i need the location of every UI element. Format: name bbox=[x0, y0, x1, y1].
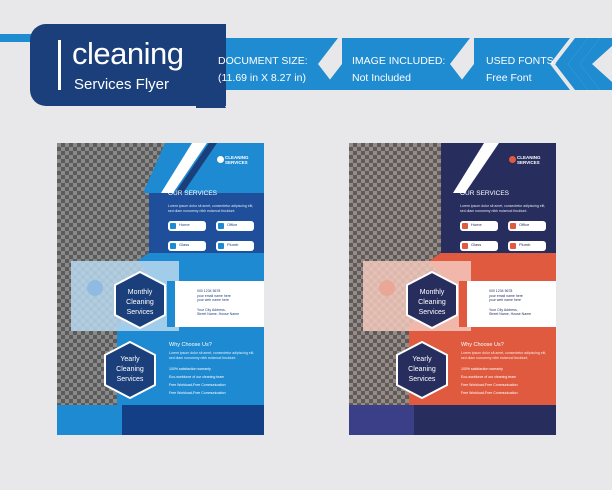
reason-item: Free Workload-Free Communication bbox=[169, 391, 226, 395]
flyer-orange: CLEANING SERVICES OUR SERVICES Lorem ips… bbox=[349, 143, 556, 435]
logo-line2: SERVICES bbox=[225, 160, 248, 165]
logo-icon bbox=[217, 156, 224, 163]
flyer-logo: CLEANING SERVICES bbox=[517, 155, 541, 165]
why-title: Why Choose Us? bbox=[169, 342, 212, 348]
address1-text: Your City Address, bbox=[197, 307, 226, 312]
yearly-badge-text: Yearly Cleaning Services bbox=[408, 356, 436, 383]
service-item: Home bbox=[460, 221, 498, 231]
fonts-info: USED FONTS: Free Font bbox=[486, 54, 557, 85]
service-item: Plumb bbox=[216, 241, 254, 251]
service-item: Office bbox=[508, 221, 546, 231]
title-block: cleaning Services Flyer bbox=[30, 24, 226, 106]
fonts-value: Free Font bbox=[486, 72, 532, 84]
image-value: Not Included bbox=[352, 72, 411, 84]
logo-icon bbox=[509, 156, 516, 163]
monthly-badge-text: Monthly Cleaning Services bbox=[418, 289, 446, 316]
services-desc: Lorem ipsum dolor sit amet, consectetur … bbox=[168, 204, 254, 213]
services-desc: Lorem ipsum dolor sit amet, consectetur … bbox=[460, 204, 546, 213]
logo-line1: CLEANING bbox=[517, 155, 541, 160]
phone-text: 000 1234 5678 bbox=[489, 289, 513, 293]
email1-text: your email name here bbox=[197, 293, 231, 298]
fonts-label: USED FONTS: bbox=[486, 55, 557, 67]
yearly-badge-text: Yearly Cleaning Services bbox=[116, 356, 144, 383]
reason-item: Free Workload-Free Communication bbox=[169, 383, 226, 387]
why-list: 100% satisfaction warranty Eco-workforce… bbox=[461, 365, 518, 397]
email2-text: your web name here bbox=[489, 298, 521, 302]
service-item: Glass bbox=[460, 241, 498, 251]
image-info: IMAGE INCLUDED: Not Included bbox=[352, 54, 445, 85]
doc-size-value: (11.69 in X 8.27 in) bbox=[218, 72, 306, 84]
service-item: Glass bbox=[168, 241, 206, 251]
logo-line1: CLEANING bbox=[225, 155, 249, 160]
monthly-badge-text: Monthly Cleaning Services bbox=[126, 289, 154, 316]
monthly-badge bbox=[114, 271, 166, 329]
reason-item: Eco-workforce of our cleaning team bbox=[461, 375, 517, 379]
reason-item: Free Workload-Free Communication bbox=[461, 391, 518, 395]
title-sub: Services Flyer bbox=[74, 76, 170, 93]
header-banner bbox=[0, 24, 612, 108]
flyer-logo: CLEANING SERVICES bbox=[225, 155, 249, 165]
title-main: cleaning bbox=[72, 36, 184, 71]
address2-text: Street Name, House Name bbox=[197, 312, 240, 316]
email2-text: your web name here bbox=[197, 298, 229, 302]
reason-item: Eco-workforce of our cleaning team bbox=[169, 375, 225, 379]
services-heading: OUR SERVICES bbox=[460, 190, 510, 197]
service-item: Plumb bbox=[508, 241, 546, 251]
why-list: 100% satisfaction warranty Eco-workforce… bbox=[169, 365, 226, 397]
image-label: IMAGE INCLUDED: bbox=[352, 55, 446, 67]
title-divider bbox=[58, 40, 61, 90]
logo-line2: SERVICES bbox=[517, 160, 540, 165]
reason-item: Free Workload-Free Communication bbox=[461, 383, 518, 387]
yearly-badge bbox=[396, 341, 448, 399]
contact-info: 000 1234 5678 your email name here your … bbox=[489, 289, 531, 317]
contact-info: 000 1234 5678 your email name here your … bbox=[197, 289, 239, 317]
reason-item: 100% satisfaction warranty bbox=[169, 367, 211, 371]
phone-text: 000 1234 5678 bbox=[197, 289, 221, 293]
doc-size-label: DOCUMENT SIZE: bbox=[218, 55, 308, 67]
address1-text: Your City Address, bbox=[489, 307, 518, 312]
service-item: Office bbox=[216, 221, 254, 231]
monthly-badge bbox=[406, 271, 458, 329]
why-title: Why Choose Us? bbox=[461, 342, 504, 348]
address2-text: Street Name, House Name bbox=[489, 312, 532, 316]
flyer-blue: CLEANING SERVICES OUR SERVICES Lorem ips… bbox=[57, 143, 264, 435]
service-item: Home bbox=[168, 221, 206, 231]
yearly-badge bbox=[104, 341, 156, 399]
email1-text: your email name here bbox=[489, 293, 523, 298]
why-desc: Lorem ipsum dolor sit amet, consectetur … bbox=[169, 351, 255, 360]
doc-size-info: DOCUMENT SIZE: (11.69 in X 8.27 in) bbox=[218, 54, 308, 85]
reason-item: 100% satisfaction warranty bbox=[461, 367, 503, 371]
services-heading: OUR SERVICES bbox=[168, 190, 218, 197]
why-desc: Lorem ipsum dolor sit amet, consectetur … bbox=[461, 351, 547, 360]
